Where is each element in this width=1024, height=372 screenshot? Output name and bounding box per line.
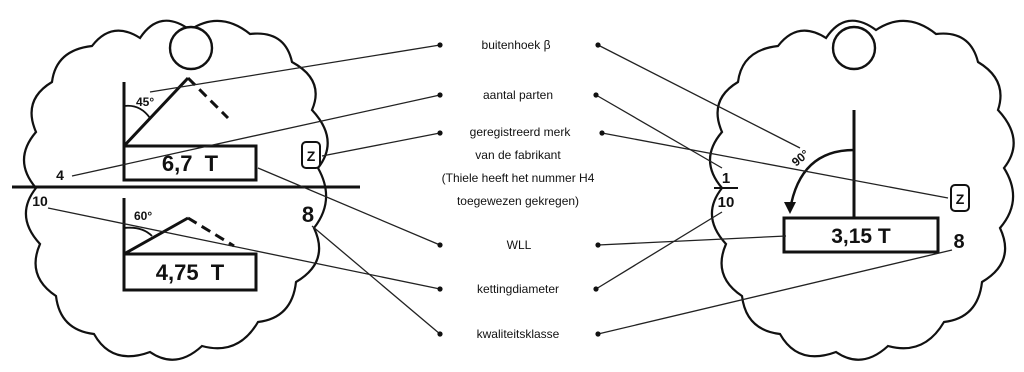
right-wll-text: 3,15 T [831, 225, 891, 248]
leader-wll-right [597, 235, 787, 246]
label-registered-mark-4: toegewezen gekregen) [457, 194, 579, 208]
lower-angle-arc [123, 226, 153, 237]
right-wll-box [782, 216, 940, 254]
dot-legs-left [437, 92, 443, 98]
upper-angle-text: 45° [136, 95, 154, 109]
upper-angle-arc [123, 104, 151, 119]
left-maker-mark-box [301, 141, 321, 169]
fraction-denominator: 10 [718, 194, 735, 211]
right-tag-outline [709, 19, 1015, 361]
leader-legs-left [71, 94, 441, 177]
leader-outer-angle-right [597, 44, 801, 149]
leader-grade-right [597, 249, 953, 335]
left-maker-mark: Z [307, 148, 316, 164]
legend-labels: buitenhoek β aantal parten geregistreerd… [442, 38, 595, 341]
leader-grade-left [311, 225, 441, 335]
leader-dots [437, 42, 605, 337]
label-chain-diameter: kettingdiameter [477, 282, 559, 296]
leader-diameter-right [595, 211, 723, 290]
label-grade: kwaliteitsklasse [477, 327, 560, 341]
dot-mark-right [599, 130, 605, 136]
lower-wll-box [122, 252, 258, 292]
right-maker-mark-box [950, 184, 970, 212]
dot-diameter-left [437, 286, 443, 292]
label-registered-mark-2: van de fabrikant [475, 148, 561, 162]
dot-wll-left [437, 242, 443, 248]
left-tag-hole [168, 25, 214, 71]
dot-outer-angle-left [437, 42, 443, 48]
leader-mark-right [601, 132, 949, 199]
right-angle-arrowhead [784, 202, 796, 214]
fraction-numerator: 1 [722, 170, 730, 187]
label-registered-mark-3: (Thiele heeft het nummer H4 [442, 171, 595, 185]
leader-legs-right [595, 94, 723, 169]
right-maker-mark: Z [956, 191, 965, 207]
lower-dashed-leg [187, 216, 235, 248]
dot-legs-right [593, 92, 599, 98]
label-legs: aantal parten [483, 88, 553, 102]
label-outer-angle: buitenhoek β [482, 38, 551, 52]
right-angle-arc [788, 148, 855, 211]
lower-angle-leg [123, 216, 189, 256]
dot-diameter-right [593, 286, 599, 292]
right-grade-number: 8 [953, 231, 964, 253]
dot-wll-right [595, 242, 601, 248]
leader-diameter-left [47, 207, 441, 290]
right-tag-hole [831, 25, 877, 71]
left-tag-outline [23, 19, 329, 361]
dot-grade-left [437, 331, 443, 337]
leader-wll-left [257, 167, 441, 246]
leader-mark-left [321, 132, 441, 157]
diameter-number: 10 [32, 193, 48, 209]
legs-number: 4 [56, 167, 64, 183]
dot-grade-right [595, 331, 601, 337]
lower-angle-text: 60° [134, 209, 152, 223]
upper-wll-text: 6,7 T [162, 151, 219, 176]
lower-wll-text: 4,75 T [156, 260, 225, 285]
right-tag: 90° 3,15 T Z 8 1 10 [709, 19, 1015, 361]
left-grade-number: 8 [302, 202, 314, 227]
label-registered-mark-1: geregistreerd merk [470, 125, 572, 139]
leader-outer-angle-left [149, 44, 441, 93]
dot-outer-angle-right [595, 42, 601, 48]
leader-lines [47, 44, 953, 335]
left-tag: 45° 6,7 T 4 Z 10 60° 4,75 T 8 [12, 19, 360, 361]
dot-mark-left [437, 130, 443, 136]
upper-angle-leg [122, 76, 190, 148]
label-wll: WLL [507, 238, 532, 252]
upper-wll-box [122, 144, 258, 182]
